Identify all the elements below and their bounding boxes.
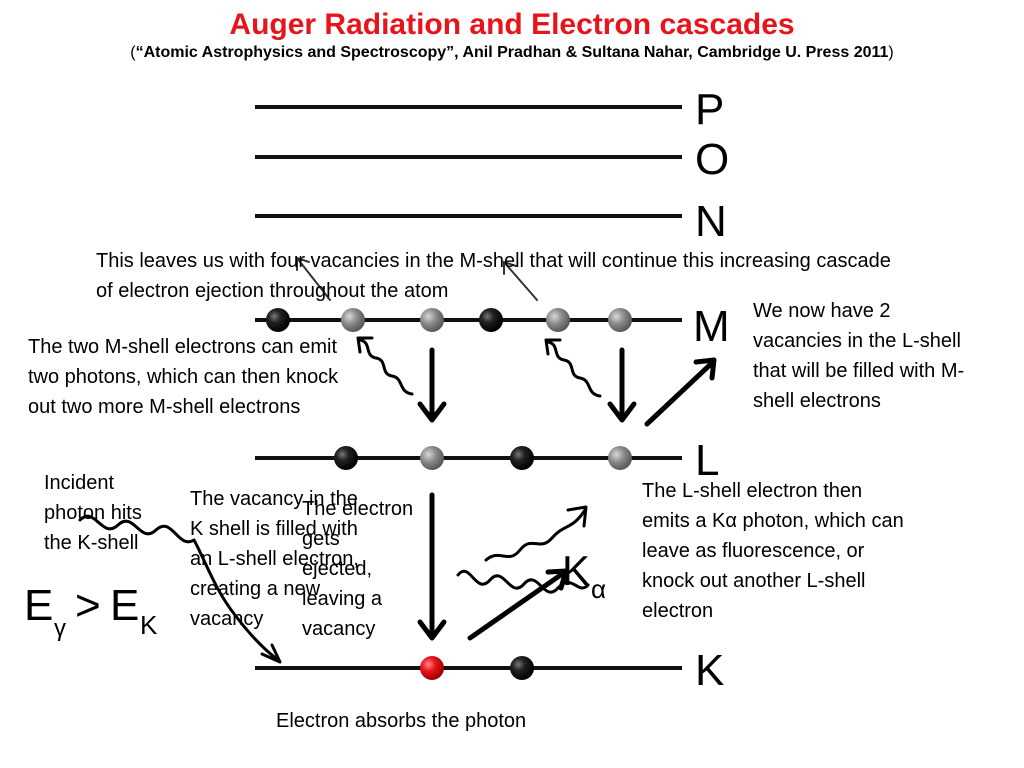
annotation-absorbs: Electron absorbs the photon — [276, 710, 527, 732]
electron-l-4 — [608, 446, 632, 470]
transition-arrows — [417, 347, 637, 641]
electron-m-2 — [341, 308, 365, 332]
incident-photon — [78, 514, 282, 664]
arrow-m-to-l-left — [417, 347, 447, 423]
annotation-ejected: The electron gets ejected, leaving a vac… — [302, 498, 414, 640]
arrow-m-ejection-left — [296, 256, 331, 301]
k-alpha-k: K — [562, 547, 590, 594]
equation-e-gamma: E — [24, 581, 53, 630]
energy-equation: E γ > E K — [24, 581, 158, 642]
equation-sub-k: K — [140, 610, 158, 640]
ejection-arrows — [467, 357, 717, 641]
arrow-l-to-k — [417, 492, 447, 641]
shell-label-n: N — [695, 197, 727, 246]
citation-close-paren: ) — [888, 44, 894, 61]
electron-l-2 — [420, 446, 444, 470]
page-title: Auger Radiation and Electron cascades — [229, 8, 795, 41]
electron-m-5 — [546, 308, 570, 332]
electron-k-1 — [420, 656, 444, 680]
citation-subtitle: (“Atomic Astrophysics and Spectroscopy”,… — [0, 44, 1024, 62]
equation-greater-than: > — [75, 581, 101, 630]
m-photon-right — [544, 338, 602, 398]
shell-label-k: K — [695, 646, 724, 695]
k-alpha-photon — [456, 505, 590, 594]
arrow-l-ejection — [644, 357, 717, 427]
shell-label-o: O — [695, 135, 729, 184]
k-alpha-sub: α — [591, 574, 606, 604]
shell-label-l: L — [695, 436, 719, 485]
annotation-cascade: This leaves us with four vacancies in th… — [96, 250, 891, 302]
arrow-m-ejection-right — [503, 260, 538, 301]
annotation-k-filled: The vacancy in the K shell is filled wit… — [190, 488, 359, 630]
citation-open-paren: ( — [130, 44, 136, 61]
electron-l-1 — [334, 446, 358, 470]
electron-m-3 — [420, 308, 444, 332]
equation-e-k: E — [110, 581, 139, 630]
electron-l-3 — [510, 446, 534, 470]
annotation-m-photons: The two M-shell electrons can emit two p… — [28, 336, 339, 418]
m-ejection-arrows — [296, 256, 538, 301]
k-alpha-label: K α — [562, 547, 606, 604]
shell-label-m: M — [693, 302, 730, 351]
shell-label-p: P — [695, 85, 724, 134]
photons — [78, 336, 602, 664]
m-photon-left — [356, 336, 414, 396]
annotation-k-alpha-emit: The L-shell electron then emits a Kα pho… — [642, 480, 904, 622]
arrow-k-ejection — [467, 568, 569, 641]
equation-sub-gamma: γ — [54, 615, 66, 642]
electron-m-1 — [266, 308, 290, 332]
electron-m-6 — [608, 308, 632, 332]
electron-k-2 — [510, 656, 534, 680]
annotation-l-vacancies: We now have 2 vacancies in the L-shell t… — [753, 300, 965, 412]
annotation-incident: Incident photon hits the K-shell — [44, 472, 142, 554]
electron-m-4 — [479, 308, 503, 332]
electrons — [266, 308, 632, 680]
arrow-m-to-l-right — [607, 347, 637, 423]
citation-text: “Atomic Astrophysics and Spectroscopy”, … — [135, 44, 889, 61]
shell-labels: P O N M L K — [693, 85, 730, 695]
